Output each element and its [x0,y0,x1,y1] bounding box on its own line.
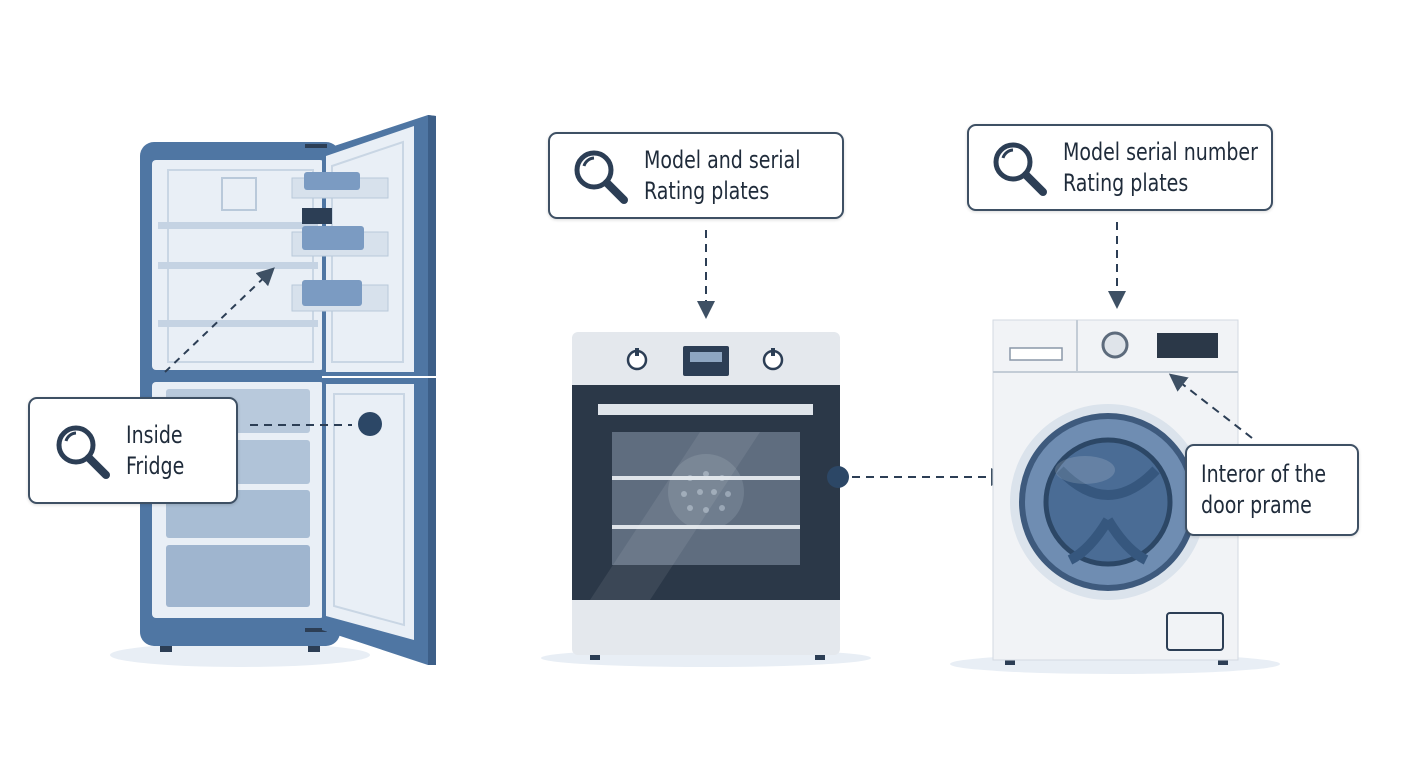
oven [541,230,1009,667]
callout-line-1: Model and serial [644,145,801,174]
marker-dot [827,466,849,488]
callout-line-1: Model serial number [1063,137,1258,166]
magnifier-icon [574,150,628,204]
callout-line-2: Rating plates [1063,168,1189,197]
magnifier-icon [56,425,110,479]
marker-dot [358,412,382,436]
callout-line-2: Fridge [126,451,185,480]
magnifier-icon [993,142,1047,196]
callout-line-1: Interor of the [1201,460,1327,488]
callout-line-2: door prame [1201,491,1312,519]
fridge [110,115,436,667]
callout-line-1: Inside [126,420,183,449]
callout-line-2: Rating plates [644,176,770,205]
callout-washer-door-frame: Interor of the door prame [1185,444,1359,536]
